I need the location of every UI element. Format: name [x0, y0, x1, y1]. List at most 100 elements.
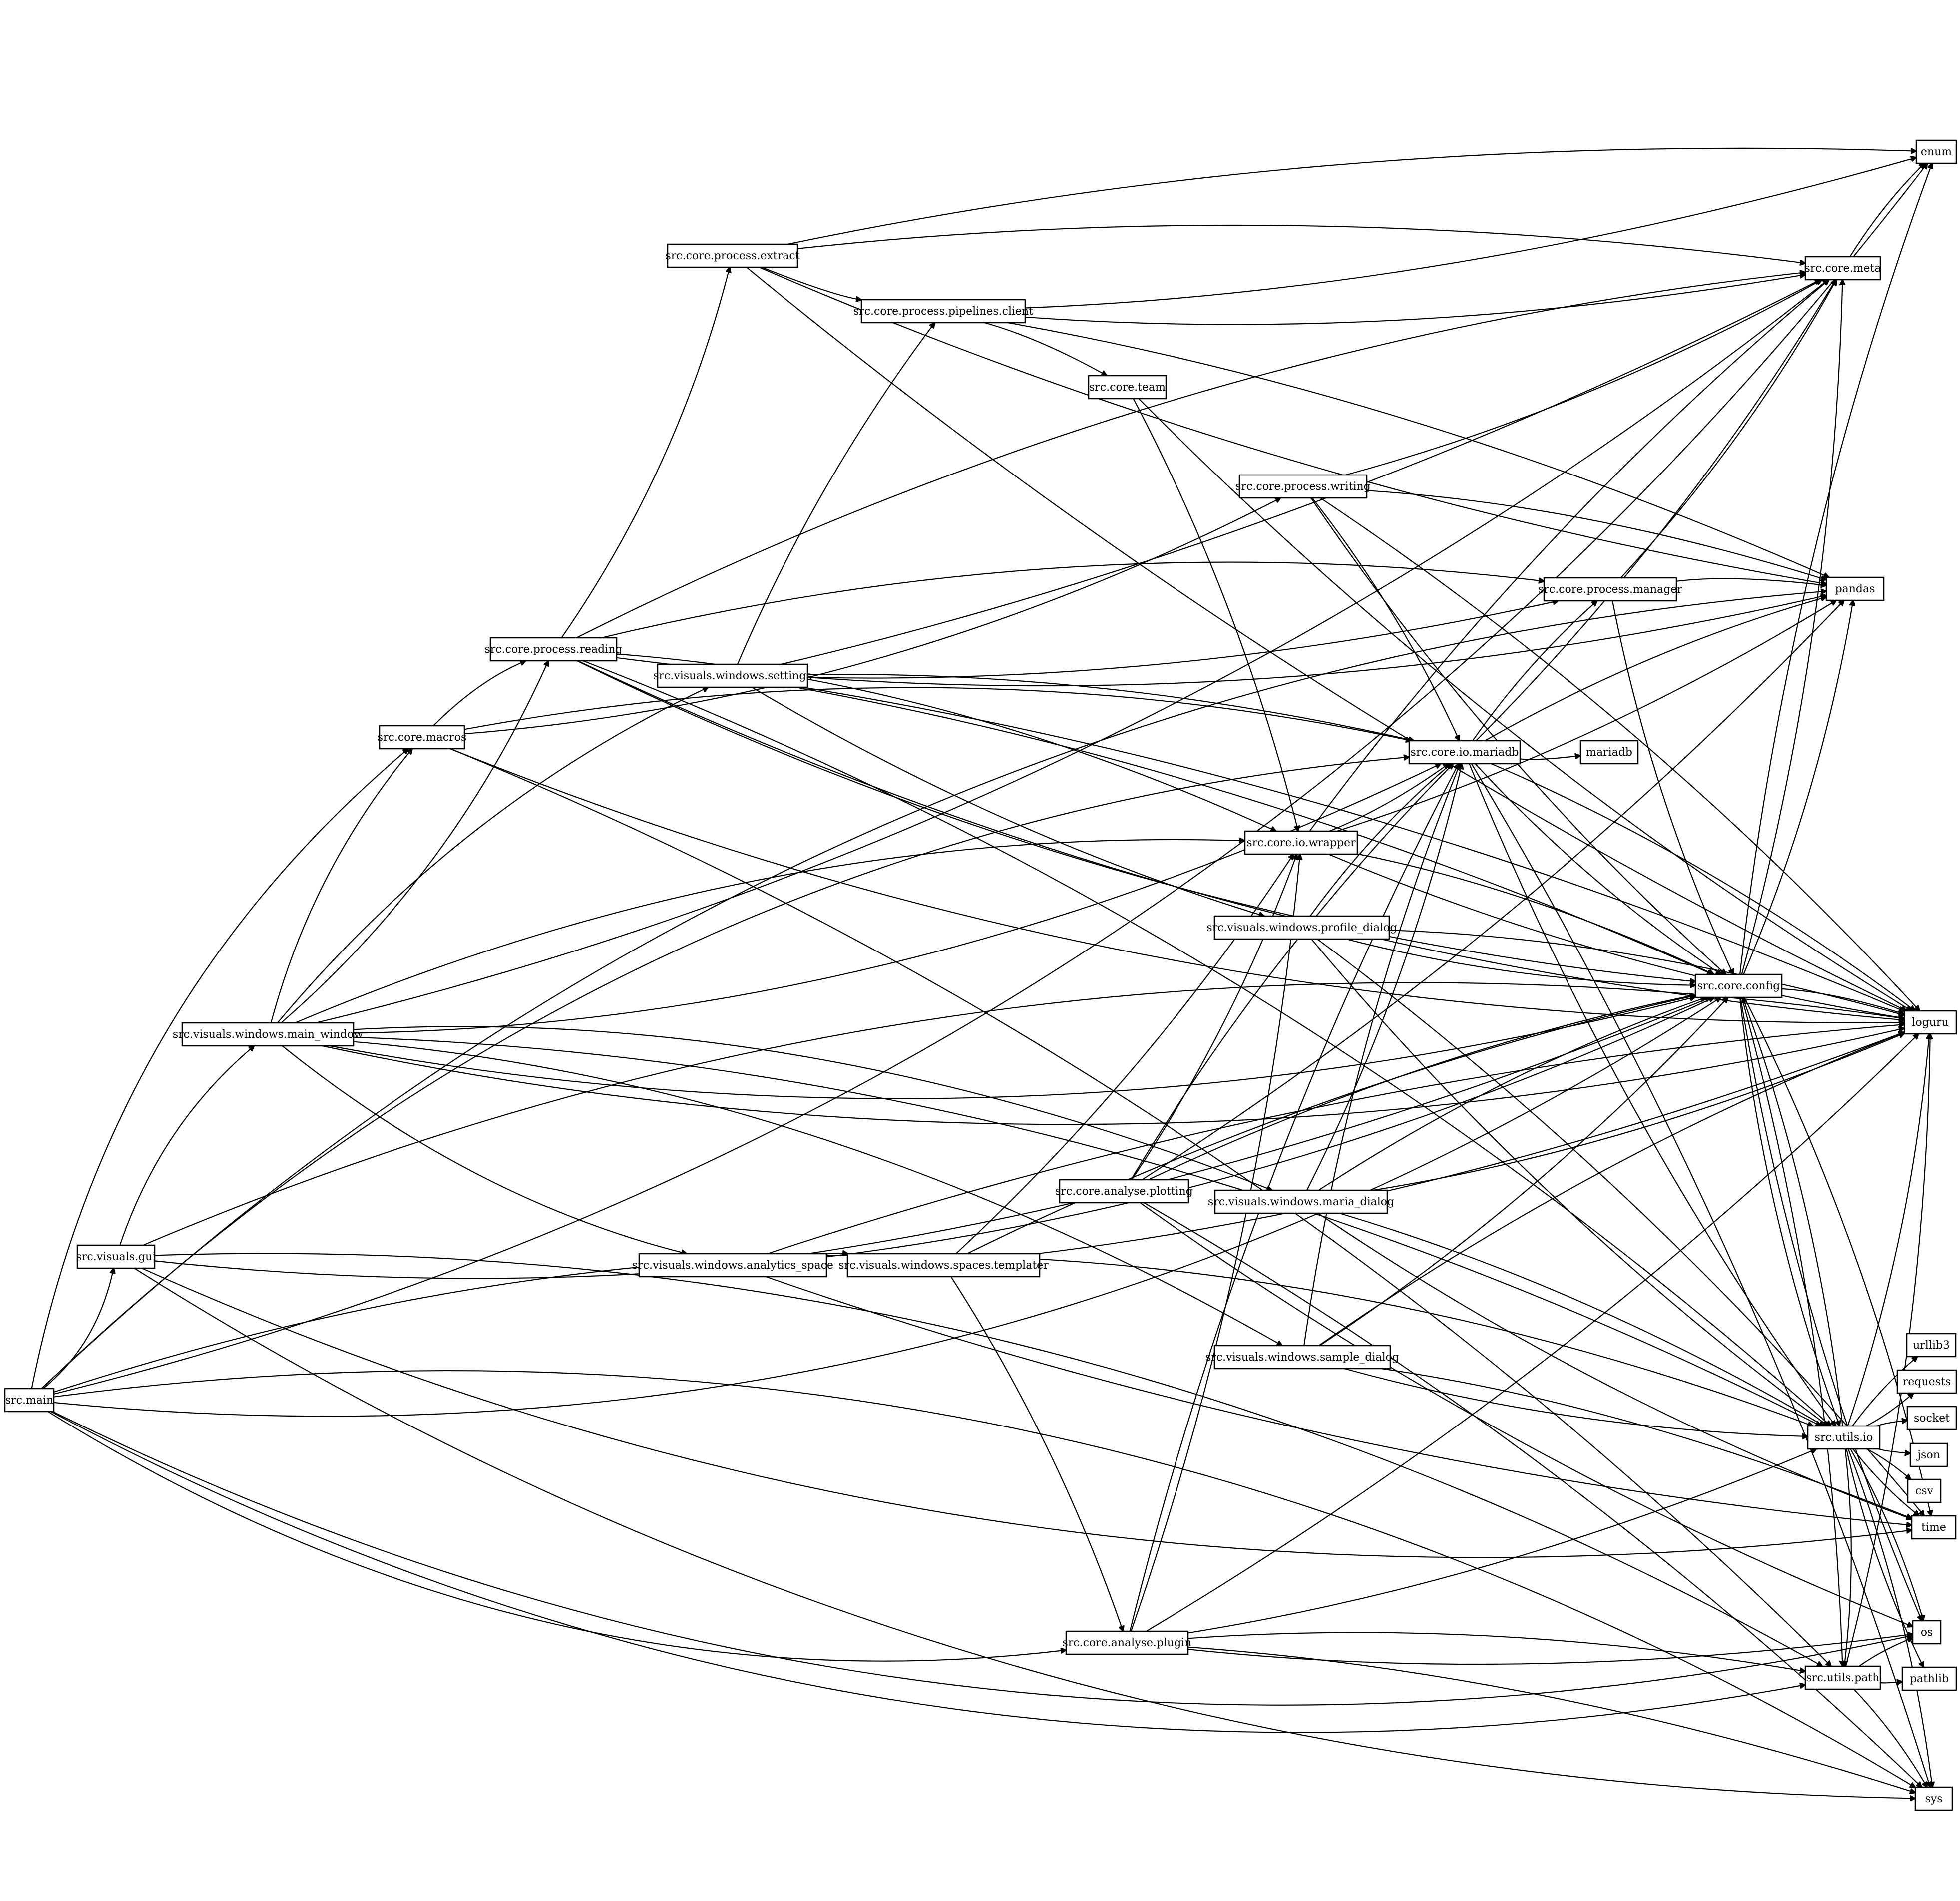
edge-templater-to-loguru	[1037, 1032, 1904, 1255]
edge-wrapper-to-loguru	[1328, 853, 1904, 1018]
node-analytics-space[interactable]: src.visuals.windows.analytics_space	[632, 1253, 833, 1278]
node-plotting[interactable]: src.core.analyse.plotting	[1055, 1179, 1193, 1204]
node-box	[1214, 1189, 1388, 1214]
node-label: src.visuals.windows.maria_dialog	[1208, 1196, 1394, 1208]
node-label: src.core.io.wrapper	[1246, 837, 1356, 849]
edge-macros-to-writing	[464, 498, 1281, 735]
node-box	[4, 1388, 55, 1413]
node-settings[interactable]: src.visuals.windows.settings	[653, 663, 812, 688]
node-mariadb[interactable]: mariadb	[1579, 740, 1639, 765]
edge-mariadb_io-to-config	[1475, 763, 1721, 974]
edge-writing-to-meta	[1345, 280, 1822, 476]
node-label: urllib3	[1913, 1339, 1950, 1352]
node-csv[interactable]: csv	[1907, 1478, 1942, 1503]
edge-main_window-to-maria_dialog	[353, 1026, 1272, 1190]
node-label: src.core.analyse.plugin	[1063, 1637, 1192, 1649]
edge-manager-to-config	[1611, 600, 1733, 974]
edge-profile_dialog-to-utils_io	[1311, 939, 1828, 1426]
node-label: src.visuals.windows.analytics_space	[632, 1259, 833, 1272]
node-os[interactable]: os	[1912, 1620, 1942, 1645]
node-box	[1911, 1515, 1957, 1540]
node-enum[interactable]: enum	[1915, 139, 1957, 164]
node-plugin[interactable]: src.core.analyse.plugin	[1063, 1630, 1192, 1655]
node-pathlib[interactable]: pathlib	[1901, 1666, 1957, 1691]
node-utils-path[interactable]: src.utils.path	[1804, 1665, 1881, 1690]
edge-utils_io-to-urllib3	[1852, 1357, 1917, 1426]
node-templater[interactable]: src.visuals.windows.spaces.templater	[838, 1253, 1049, 1278]
node-pipelines[interactable]: src.core.process.pipelines.client	[853, 299, 1033, 324]
node-socket[interactable]: socket	[1906, 1406, 1957, 1430]
node-box	[638, 1253, 827, 1278]
node-config[interactable]: src.core.config	[1694, 973, 1783, 998]
edge-plotting-to-os	[1140, 1202, 1913, 1627]
node-meta[interactable]: src.core.meta	[1804, 256, 1881, 281]
node-mariadb-io[interactable]: src.core.io.mariadb	[1408, 740, 1521, 765]
node-sample-dialog[interactable]: src.visuals.windows.sample_dialog	[1205, 1345, 1399, 1370]
edge-plugin-to-os	[1187, 1634, 1913, 1665]
node-box	[181, 1022, 355, 1047]
node-box	[1244, 830, 1358, 855]
edge-templater-to-plugin	[950, 1276, 1123, 1631]
edge-config-to-meta	[1741, 280, 1843, 975]
edge-utils_io-to-csv	[1866, 1448, 1911, 1479]
node-writing[interactable]: src.core.process.writing	[1235, 474, 1371, 499]
node-loguru[interactable]: loguru	[1903, 1010, 1957, 1035]
node-layer: src.main src.visuals.gui src.visuals.windo…	[4, 139, 1957, 1811]
edge-pipelines-to-pandas	[1008, 322, 1829, 577]
node-label: pandas	[1835, 583, 1875, 595]
edge-extract-to-meta	[797, 224, 1805, 263]
node-label: src.visuals.gui	[76, 1251, 156, 1263]
edge-reading-to-utils_io	[583, 660, 1831, 1426]
node-label: src.core.analyse.plotting	[1055, 1185, 1193, 1198]
node-urllib3[interactable]: urllib3	[1906, 1333, 1957, 1358]
node-utils-io[interactable]: src.utils.io	[1807, 1425, 1881, 1450]
edge-mariadb_io-to-utils_io	[1469, 763, 1835, 1426]
node-extract[interactable]: src.core.process.extract	[665, 243, 800, 268]
edge-plugin-to-wrapper	[1130, 854, 1300, 1632]
edge-main-to-config	[53, 997, 1721, 1417]
node-label: src.core.process.manager	[1538, 583, 1682, 596]
edge-maria_dialog-to-config	[1318, 997, 1706, 1191]
edge-config-to-pandas	[1743, 600, 1853, 975]
node-box	[1825, 576, 1885, 601]
node-main-window[interactable]: src.visuals.windows.main_window	[173, 1022, 364, 1047]
node-label: src.visuals.windows.sample_dialog	[1205, 1351, 1399, 1364]
edge-main_window-to-macros	[270, 749, 412, 1023]
edge-main-to-os	[52, 1411, 1913, 1706]
node-box	[1059, 1179, 1189, 1204]
node-json[interactable]: json	[1909, 1442, 1948, 1467]
node-label: src.core.meta	[1804, 262, 1881, 275]
node-main[interactable]: src.main	[4, 1388, 55, 1413]
node-reading[interactable]: src.core.process.reading	[485, 637, 623, 662]
node-box	[1804, 256, 1881, 281]
node-team[interactable]: src.core.team	[1088, 375, 1167, 400]
edge-pipelines-to-team	[984, 322, 1107, 376]
edge-sample_dialog-to-mariadb_io	[1303, 764, 1460, 1346]
edge-main_window-to-reading	[281, 661, 548, 1023]
node-time[interactable]: time	[1911, 1515, 1957, 1540]
edge-wrapper-to-mariadb_io	[1329, 764, 1449, 832]
edge-settings-to-pipelines	[737, 323, 935, 665]
edge-pipelines-to-meta	[1025, 275, 1805, 325]
edge-config-to-utils_path	[1741, 997, 1843, 1666]
node-wrapper[interactable]: src.core.io.wrapper	[1244, 830, 1358, 855]
edge-writing-to-mariadb_io	[1311, 497, 1460, 741]
edge-main-to-macros	[31, 749, 408, 1389]
node-gui[interactable]: src.visuals.gui	[76, 1244, 156, 1269]
node-box	[657, 663, 808, 688]
node-sys[interactable]: sys	[1914, 1786, 1953, 1811]
node-requests[interactable]: requests	[1896, 1369, 1957, 1394]
node-macros[interactable]: src.core.macros	[378, 725, 467, 750]
edge-extract-to-pandas	[759, 266, 1826, 584]
node-box	[1914, 1786, 1953, 1811]
node-maria-dialog[interactable]: src.visuals.windows.maria_dialog	[1208, 1189, 1394, 1214]
edge-maria_dialog-to-utils_io	[1339, 1212, 1824, 1426]
node-manager[interactable]: src.core.process.manager	[1538, 577, 1682, 602]
edge-gui-to-config	[154, 997, 1714, 1279]
edge-reading-to-config	[577, 660, 1696, 981]
node-pandas[interactable]: pandas	[1825, 576, 1885, 601]
node-label: src.visuals.windows.profile_dialog	[1206, 922, 1397, 934]
node-profile-dialog[interactable]: src.visuals.windows.profile_dialog	[1206, 915, 1397, 940]
edge-main_window-to-config	[330, 997, 1695, 1099]
